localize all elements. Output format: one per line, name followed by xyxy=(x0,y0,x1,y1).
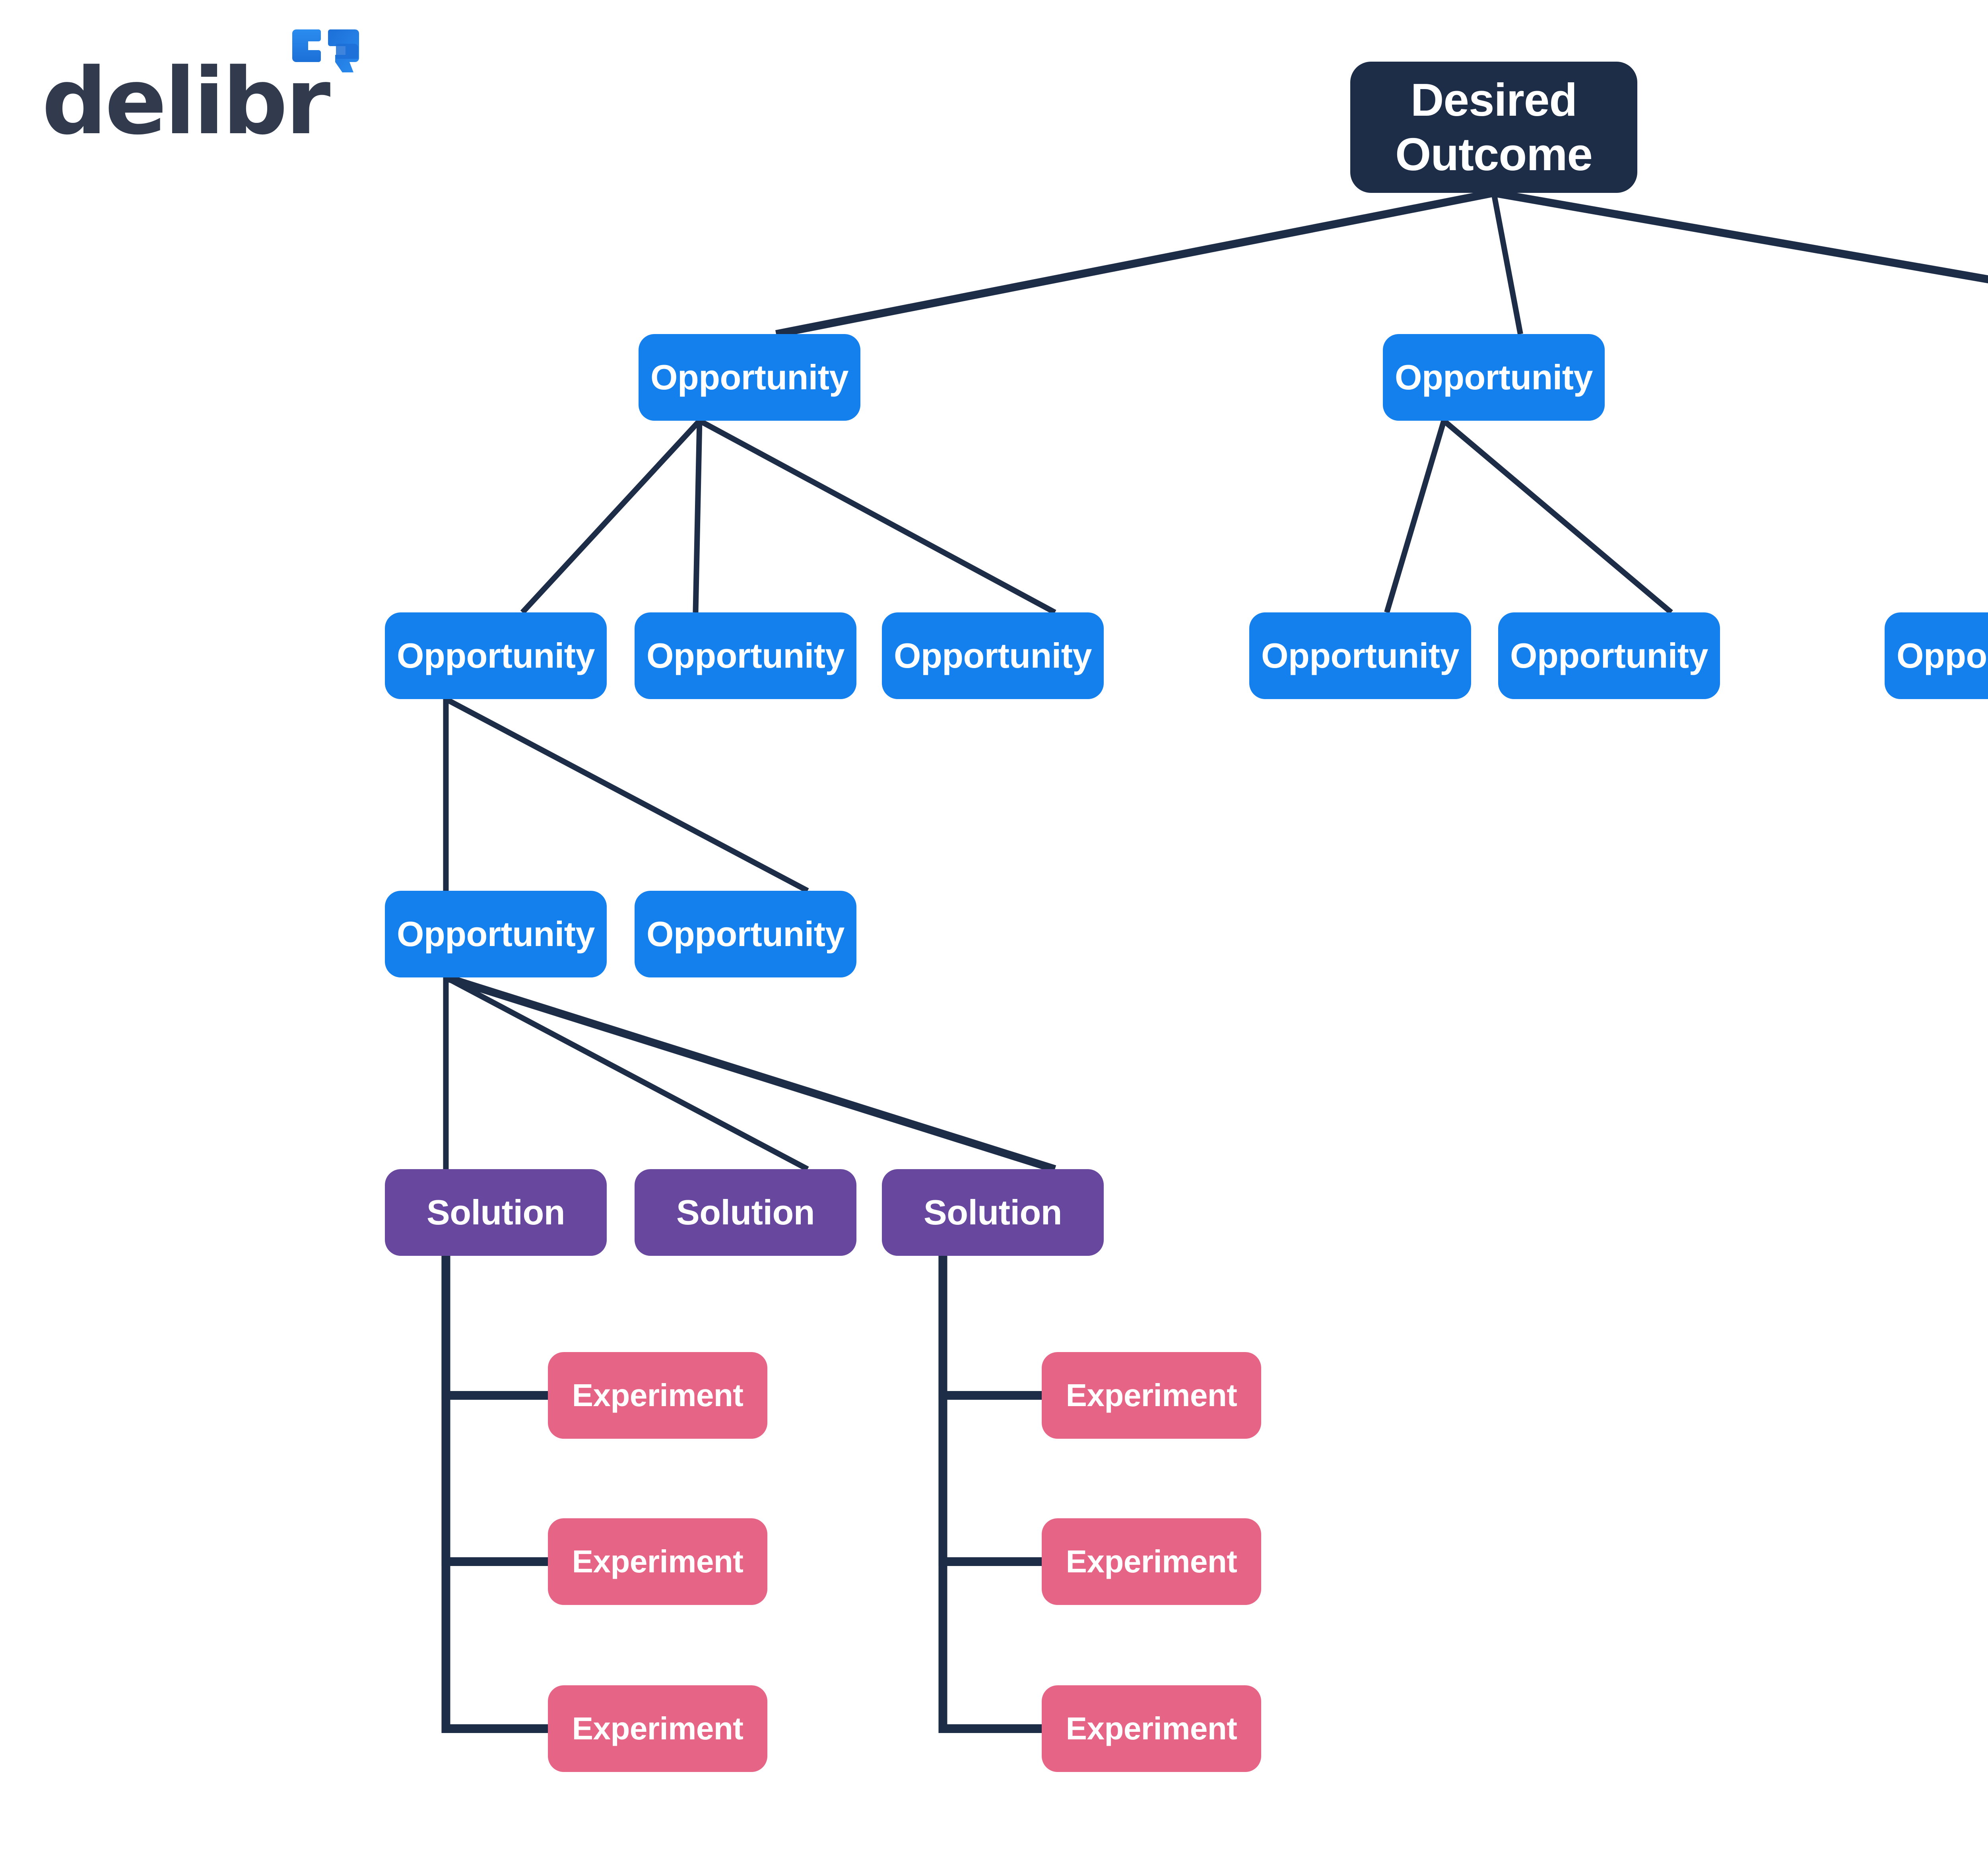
edge-s1-e2 xyxy=(441,1256,548,1566)
node-solution-s3[interactable]: Solution xyxy=(882,1169,1104,1256)
node-label: Opportunity xyxy=(1510,636,1708,675)
node-label: Opportunity xyxy=(1897,636,1988,675)
node-label: Solution xyxy=(427,1193,565,1232)
node-label: Solution xyxy=(676,1193,815,1232)
edge-o0-p3 xyxy=(1493,189,1988,284)
delibr-wordmark: delibr xyxy=(42,49,330,155)
edge-s3-e6 xyxy=(938,1256,1042,1733)
node-label: Experiment xyxy=(1066,1711,1237,1746)
node-label: Experiment xyxy=(572,1711,744,1746)
node-label: Opportunity xyxy=(397,636,595,675)
edge-p2-b2 xyxy=(1442,418,1673,615)
node-experiment-e4[interactable]: Experiment xyxy=(1042,1352,1261,1439)
node-label: Experiment xyxy=(572,1544,744,1579)
edge-p1-a2 xyxy=(693,420,703,613)
edge-s1-e3 xyxy=(441,1256,548,1733)
node-experiment-e1[interactable]: Experiment xyxy=(548,1352,767,1439)
edge-d1-s3 xyxy=(445,973,1056,1173)
node-label: Opportunity xyxy=(1395,357,1593,397)
node-experiment-e2[interactable]: Experiment xyxy=(548,1518,767,1605)
edge-a1-d2 xyxy=(445,696,809,894)
edge-p2-b1 xyxy=(1384,420,1447,613)
edge-p1-a3 xyxy=(698,418,1056,615)
node-label: Opportunity xyxy=(650,357,848,397)
node-label: Opportunity xyxy=(1261,636,1459,675)
node-opportunity-a3[interactable]: Opportunity xyxy=(882,612,1104,699)
node-label: Opportunity xyxy=(646,914,845,954)
edge-o0-p2 xyxy=(1491,192,1523,335)
node-label: Solution xyxy=(924,1193,1062,1232)
edge-d1-s2 xyxy=(445,975,809,1172)
node-label: Experiment xyxy=(1066,1544,1237,1579)
edge-s3-e4 xyxy=(938,1256,1042,1400)
node-opportunity-d2[interactable]: Opportunity xyxy=(635,891,856,977)
delibr-logo[interactable]: delibr xyxy=(42,28,359,159)
node-opportunity-b2[interactable]: Opportunity xyxy=(1498,612,1720,699)
node-solution-s1[interactable]: Solution xyxy=(385,1169,607,1256)
node-label: Opportunity xyxy=(894,636,1092,675)
node-opportunity-b1[interactable]: Opportunity xyxy=(1249,612,1471,699)
node-experiment-e6[interactable]: Experiment xyxy=(1042,1685,1261,1772)
node-label: Opportunity xyxy=(397,914,595,954)
delibr-bracket-mark-icon xyxy=(292,29,359,72)
edge-s3-e5 xyxy=(938,1256,1042,1566)
node-experiment-e3[interactable]: Experiment xyxy=(548,1685,767,1772)
node-solution-s2[interactable]: Solution xyxy=(635,1169,856,1256)
node-opportunity-d1[interactable]: Opportunity xyxy=(385,891,607,977)
edge-o0-p1 xyxy=(775,189,1495,338)
node-opportunity-p1[interactable]: Opportunity xyxy=(639,334,860,421)
node-opportunity-c1[interactable]: Opportunity xyxy=(1885,612,1988,699)
node-opportunity-p2[interactable]: Opportunity xyxy=(1383,334,1605,421)
node-opportunity-a1[interactable]: Opportunity xyxy=(385,612,607,699)
node-label: Opportunity xyxy=(646,636,845,675)
node-label: Experiment xyxy=(1066,1378,1237,1413)
edge-s1-e1 xyxy=(441,1256,548,1400)
node-experiment-e5[interactable]: Experiment xyxy=(1042,1518,1261,1605)
node-opportunity-a2[interactable]: Opportunity xyxy=(635,612,856,699)
edge-p1-a1 xyxy=(520,419,702,614)
node-label: Experiment xyxy=(572,1378,744,1413)
